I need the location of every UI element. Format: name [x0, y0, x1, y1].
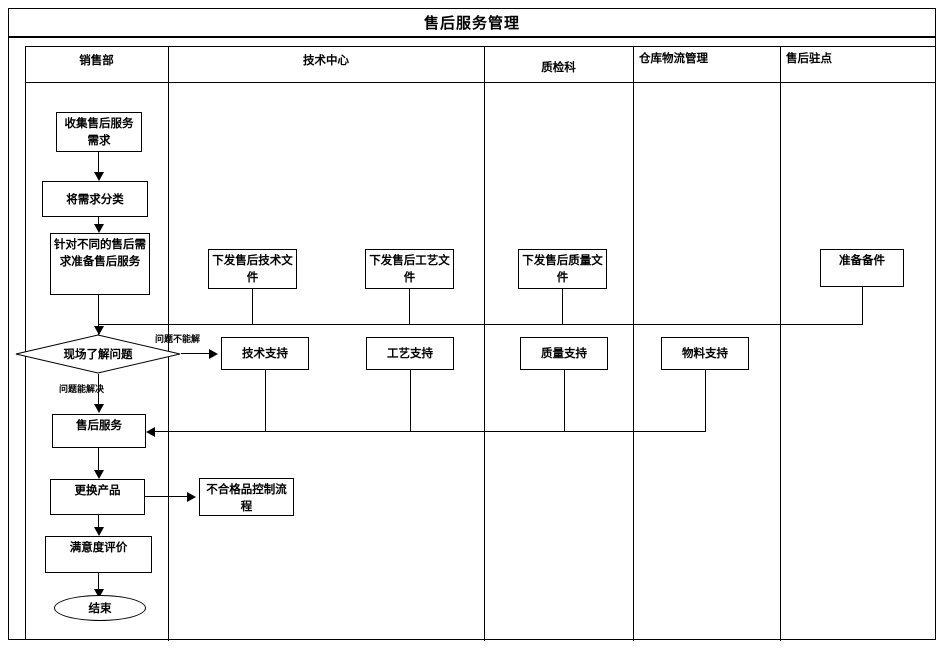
- swimlane-table: [25, 46, 937, 641]
- node-prepare-spare-parts[interactable]: 准备备件: [820, 249, 904, 287]
- node-classify-requirements[interactable]: 将需求分类: [42, 181, 148, 217]
- node-issue-tech-document[interactable]: 下发售后技术文件: [208, 249, 297, 289]
- connector-replace-to-satisfaction: [98, 515, 99, 533]
- lane-header-station: 售后驻点: [786, 51, 832, 65]
- lane-tech: [169, 47, 485, 641]
- connector-doc-tech-down: [252, 289, 253, 324]
- connector-distribution-bus: [98, 324, 863, 325]
- connector-process-support-down: [410, 370, 411, 431]
- connector-collect-to-classify: [98, 152, 99, 174]
- lane-header-divider: [25, 82, 936, 83]
- edge-label-can-solve: 问题能解决: [59, 385, 105, 395]
- arrowhead-down-decision: [94, 326, 104, 335]
- node-end-terminator[interactable]: 结束: [54, 595, 146, 621]
- connector-classify-to-prepare: [98, 217, 99, 226]
- connector-after-service-to-replace: [98, 448, 99, 472]
- diagram-title-bar: 售后服务管理: [8, 8, 936, 38]
- lane-header-tech: 技术中心: [303, 53, 349, 67]
- node-process-support[interactable]: 工艺支持: [366, 337, 454, 370]
- node-decision-onsite-diagnosis[interactable]: 现场了解问题: [15, 334, 181, 374]
- arrowhead-down-satisfaction: [94, 527, 104, 536]
- connector-spare-parts-down: [862, 287, 863, 324]
- node-nonconforming-control-process[interactable]: 不合格品控制流程: [199, 478, 294, 516]
- lane-header-sales: 销售部: [79, 53, 114, 67]
- edge-label-cannot-solve: 问题不能解: [155, 335, 201, 345]
- connector-doc-process-down: [409, 289, 410, 324]
- node-tech-support[interactable]: 技术支持: [221, 337, 309, 370]
- lane-sales: [26, 47, 169, 641]
- lane-header-warehouse: 仓库物流管理: [639, 51, 708, 65]
- arrowhead-down-after-service: [94, 404, 104, 413]
- node-satisfaction-evaluation[interactable]: 满意度评价: [45, 536, 152, 573]
- connector-material-support-down: [705, 370, 706, 431]
- node-after-sales-service[interactable]: 售后服务: [52, 414, 146, 448]
- lane-warehouse: [634, 47, 781, 641]
- page-title: 售后服务管理: [423, 13, 520, 32]
- arrowhead-down-prepare: [94, 224, 104, 233]
- arrowhead-left-after-service: [146, 427, 155, 437]
- node-issue-process-document[interactable]: 下发售后工艺文件: [365, 249, 454, 289]
- arrowhead-down-replace: [94, 470, 104, 479]
- lane-station: [781, 47, 937, 641]
- connector-quality-support-down: [564, 370, 565, 431]
- lane-qc: [485, 47, 634, 641]
- decision-label: 现场了解问题: [63, 347, 133, 361]
- node-material-support[interactable]: 物料支持: [661, 337, 749, 370]
- node-collect-requirements[interactable]: 收集售后服务需求: [56, 112, 142, 152]
- arrowhead-right-nonconforming: [187, 492, 196, 502]
- arrowhead-down-end: [94, 589, 104, 598]
- connector-decision-to-tech-support: [181, 353, 213, 354]
- arrowhead-down-classify: [94, 172, 104, 181]
- node-quality-support[interactable]: 质量支持: [520, 337, 608, 370]
- connector-tech-support-down: [265, 370, 266, 431]
- connector-decision-to-after-service: [98, 374, 99, 407]
- node-issue-quality-document[interactable]: 下发售后质量文件: [518, 249, 607, 289]
- lane-header-qc: 质检科: [541, 60, 576, 74]
- node-prepare-service[interactable]: 针对不同的售后需求准备售后服务: [50, 233, 150, 295]
- connector-replace-to-nonconforming: [145, 496, 190, 497]
- arrowhead-right-tech-support: [209, 349, 218, 359]
- connector-satisfaction-to-end: [98, 573, 99, 593]
- node-replace-product[interactable]: 更换产品: [50, 479, 145, 515]
- connector-doc-quality-down: [562, 289, 563, 324]
- connector-prepare-to-decision: [98, 295, 99, 335]
- connector-support-return-bus: [155, 431, 706, 432]
